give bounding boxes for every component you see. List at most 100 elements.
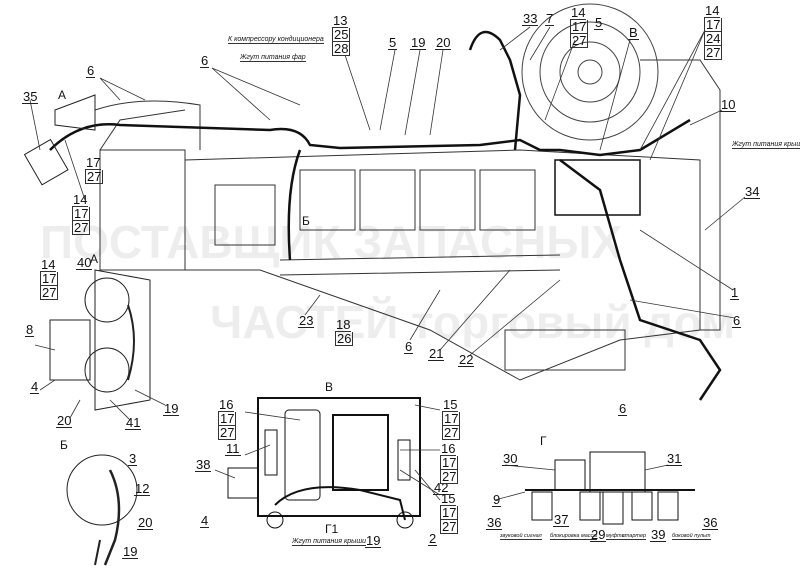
stack-item: 15: [440, 491, 457, 506]
label-6-left: 6: [86, 63, 96, 78]
label-6-mid: 6: [200, 53, 210, 68]
main-harness: [49, 30, 722, 401]
stack-item: 27: [570, 33, 589, 48]
view-label-g: Г: [540, 434, 547, 448]
caption-clutch: муфта: [606, 533, 625, 540]
label-19-a: 19: [163, 401, 180, 416]
view-marker-v: В: [628, 25, 639, 40]
label-7: 7: [545, 11, 555, 26]
label-22: 22: [458, 352, 475, 367]
label-42: 42: [433, 480, 450, 495]
label-19: 19: [410, 35, 427, 50]
stack-item: 27: [40, 285, 59, 300]
horn-assembly: [23, 94, 96, 186]
stack-item: 17: [85, 155, 102, 170]
stack-item: 14: [72, 192, 89, 207]
stack-item: 25: [332, 27, 351, 42]
stack-item: 17: [40, 271, 59, 286]
caption-starter: стартер: [622, 533, 647, 540]
label-36-left: 36: [486, 515, 503, 530]
label-19-b: 19: [122, 544, 139, 559]
view-a-assembly: [49, 269, 151, 411]
stack-item: 28: [332, 41, 351, 56]
label-20-b: 20: [137, 515, 154, 530]
label-5b: 5: [594, 15, 604, 30]
view-label-v: В: [325, 380, 334, 394]
label-23: 23: [298, 313, 315, 328]
label-33: 33: [522, 11, 539, 26]
stack-item: 17: [440, 505, 459, 520]
stack-item: 14: [40, 257, 57, 272]
label-20: 20: [435, 35, 452, 50]
label-31: 31: [666, 451, 683, 466]
stack-item: 14: [704, 3, 721, 18]
label-11: 11: [225, 441, 241, 456]
view-g-panel: [525, 451, 695, 525]
label-10: 10: [720, 97, 737, 112]
stack-item: 15: [442, 397, 459, 412]
label-41: 41: [125, 415, 142, 430]
label-19-v: 19: [365, 533, 382, 548]
label-4-v: 4: [200, 513, 210, 528]
stack-item: 24: [704, 31, 723, 46]
view-label-g1: Г1: [325, 522, 339, 536]
label-6-right: 6: [732, 313, 742, 328]
label-12: 12: [134, 481, 151, 496]
label-3: 3: [128, 451, 138, 466]
stack-item: 17: [440, 455, 459, 470]
view-label-b: Б: [60, 438, 68, 452]
caption-horn: звуковой сигнал: [500, 533, 542, 540]
label-38: 38: [195, 457, 212, 472]
label-37: 37: [553, 512, 570, 527]
note-headlights: Жгут питания фар: [240, 54, 306, 62]
stack-item: 14: [570, 5, 587, 20]
label-40: 40: [76, 255, 93, 270]
stack-item: 18: [335, 317, 352, 332]
stack-item: 27: [440, 519, 459, 534]
engine-block: [184, 59, 721, 381]
label-20-a: 20: [56, 413, 73, 428]
stack-item: 26: [335, 331, 354, 346]
stack-item: 17: [442, 411, 461, 426]
stack-item: 13: [332, 13, 349, 28]
view-arrow-a: А: [58, 88, 67, 102]
label-35: 35: [22, 89, 39, 104]
stack-item: 27: [440, 469, 459, 484]
label-6-m: 6: [404, 339, 414, 354]
view-v-box: [227, 397, 421, 529]
control-box: [554, 159, 641, 216]
label-30: 30: [502, 451, 519, 466]
note-compressor: К компрессору кондиционера: [228, 36, 324, 44]
label-2: 2: [428, 531, 438, 546]
label-39: 39: [650, 527, 667, 542]
stack-item: 27: [218, 425, 237, 440]
label-4: 4: [30, 379, 40, 394]
stack-item: 16: [218, 397, 235, 412]
note-roof-harness: Жгут питания крыши: [732, 141, 800, 149]
stack-item: 27: [85, 169, 104, 184]
label-34: 34: [744, 184, 761, 199]
stack-item: 27: [704, 45, 723, 60]
radiator: [94, 100, 201, 271]
label-6-lower: 6: [618, 401, 628, 416]
view-label-a: А: [90, 252, 99, 266]
stack-item: 17: [704, 17, 723, 32]
stack-item: 17: [570, 19, 589, 34]
label-21: 21: [428, 346, 445, 361]
label-5: 5: [388, 35, 398, 50]
stack-item: 17: [218, 411, 237, 426]
note-roof-harness-v: Жгут питания крыши: [292, 538, 367, 546]
view-marker-b: Б: [302, 214, 310, 228]
flywheel: [521, 3, 659, 141]
leader-lines: [29, 26, 746, 501]
label-36-right: 36: [702, 515, 719, 530]
